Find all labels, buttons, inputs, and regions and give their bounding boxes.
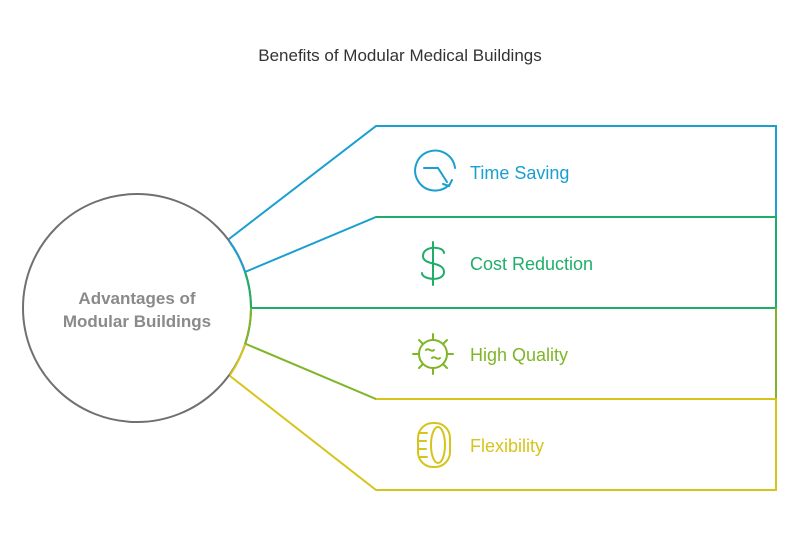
center-arc-blue	[228, 240, 246, 273]
benefit-label-flexibility: Flexibility	[470, 436, 544, 456]
center-label-line2: Modular Buildings	[63, 312, 211, 331]
center-arc-olive	[244, 307, 252, 345]
band-cost-reduction	[251, 216, 777, 309]
center-arc-yellow	[229, 343, 246, 376]
quality-badge-icon	[412, 333, 454, 375]
benefit-label-high-quality: High Quality	[470, 345, 568, 365]
diagram-title: Benefits of Modular Medical Buildings	[258, 46, 542, 65]
benefit-label-cost-reduction: Cost Reduction	[470, 254, 593, 274]
flex-tire-icon	[417, 422, 451, 468]
band-flexibility-outline	[229, 375, 777, 491]
benefit-label-time-saving: Time Saving	[470, 163, 569, 183]
band-flexibility	[229, 375, 777, 491]
dollar-icon	[421, 241, 446, 286]
band-time-saving-outline	[228, 125, 777, 273]
clock-arrow-icon	[414, 149, 456, 192]
center-circle	[22, 193, 252, 423]
band-cost-reduction-outline	[251, 216, 777, 309]
center-label-line1: Advantages of	[78, 289, 195, 308]
center-arc-green	[244, 271, 252, 309]
band-time-saving	[228, 125, 777, 273]
